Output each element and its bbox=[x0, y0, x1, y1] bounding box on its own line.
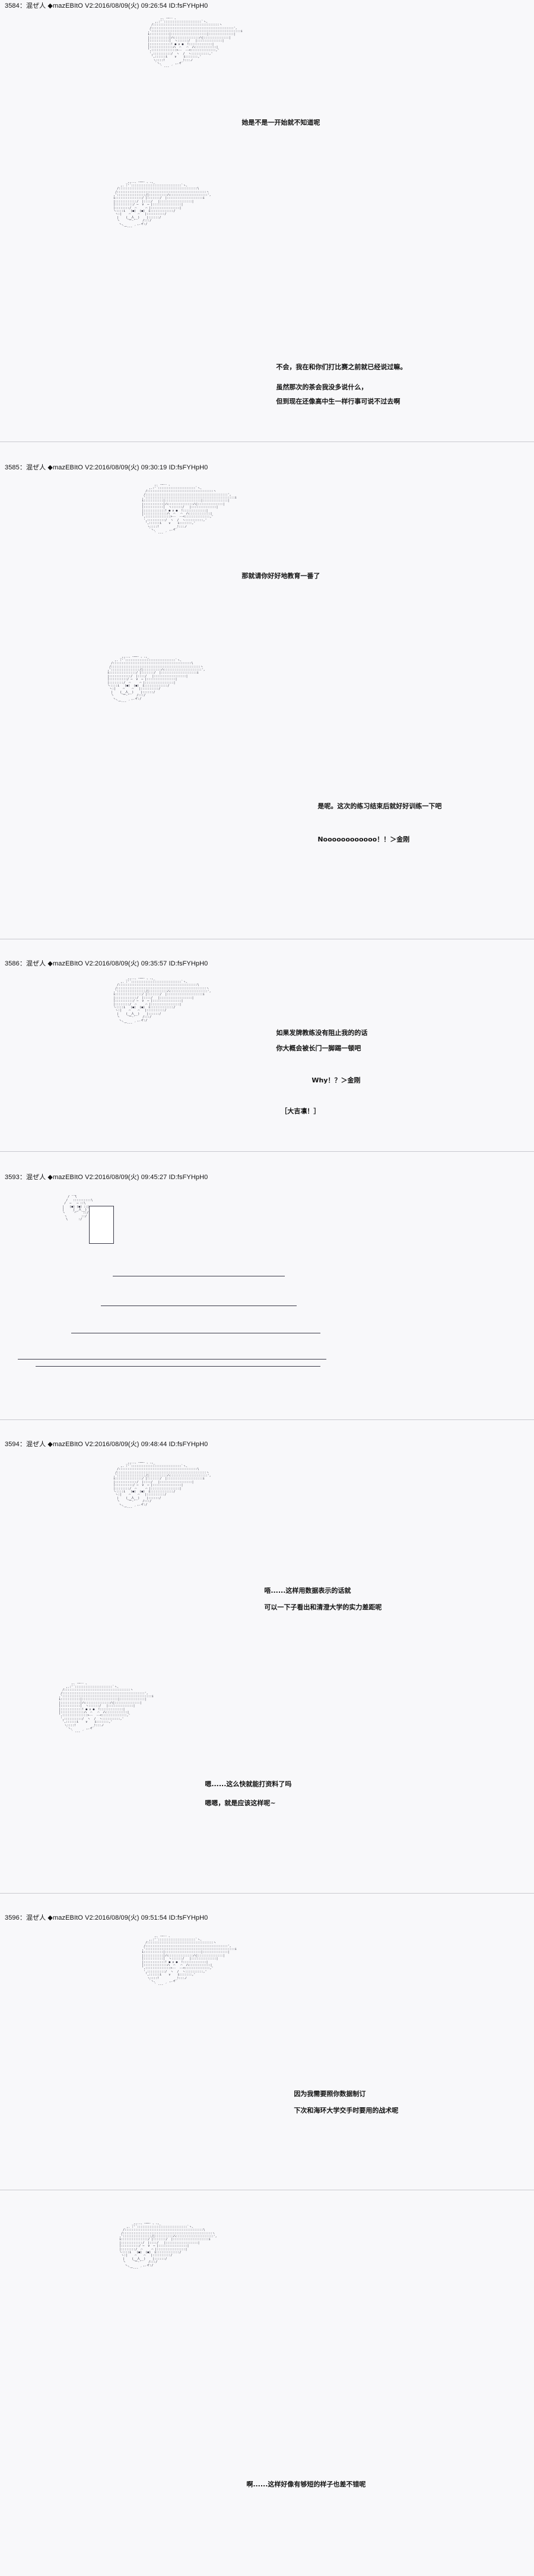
dialogue-line: 可以一下子看出和清澄大学的实力差距呢 bbox=[264, 1603, 382, 1611]
dialogue-line: 是呢。这次的练习结束后就好好训练一下吧 bbox=[317, 802, 442, 810]
dialogue-line: 嗯嗯，就是应该这样呢~ bbox=[205, 1799, 276, 1807]
ascii-art-figure: ,. -─‐- 、 ,.:'´:::::::::::::::::::::`ヽ、 … bbox=[142, 1935, 237, 1987]
dialogue-line: Why！？＞金刚 bbox=[312, 1076, 361, 1084]
ascii-art-figure: _,,..、-──- 、.,_ ,. :'´::::::::::::::::::… bbox=[113, 180, 211, 230]
dialogue-bracket-line: ［大吉凛！］ bbox=[281, 1107, 320, 1115]
dialogue-line: Noooooooooooo！！＞金刚 bbox=[317, 836, 410, 843]
dialogue-line: 但到现在还像高中生一样行事可说不过去啊 bbox=[276, 398, 401, 405]
post-divider bbox=[0, 1151, 534, 1152]
dialogue-line: 你大概会被长门一脚踢一顿吧 bbox=[276, 1044, 361, 1052]
post-header-3585: 3585：混ぜ人 ◆mazEBItO V2:2016/08/09(火) 09:3… bbox=[5, 464, 208, 472]
dialogue-line: 如果发牌教练没有阻止我的的话 bbox=[276, 1029, 368, 1037]
ascii-art-rule bbox=[18, 1359, 326, 1360]
dialogue-line: 虽然那次的茶会我没多说什么， bbox=[276, 383, 368, 391]
ascii-art-scene: / ̄ ̄ ̄\ / ::::::::::\ / ─ ─ ::\ | (●) (… bbox=[62, 1195, 96, 1222]
post-header-text: 3586：混ぜ人 ◆mazEBItO V2:2016/08/09(火) 09:3… bbox=[5, 960, 208, 967]
ascii-art-figure: _,,..、-──- 、.,_ ,. :'´::::::::::::::::::… bbox=[107, 655, 205, 704]
dialogue-line: 啊......这样好像有够短的样子也差不错呢 bbox=[246, 2480, 366, 2488]
dialogue-line: 下次和海环大学交手时要用的战术呢 bbox=[294, 2107, 399, 2114]
dialogue-line: 那就请你好好地教育一番了 bbox=[241, 572, 320, 580]
dialogue-line: 她是不是一开始就不知道呢 bbox=[241, 119, 320, 126]
dialogue-line: 因为我需要照你数据制订 bbox=[294, 2090, 366, 2098]
ascii-art-figure: _,,..、-──- 、.,_ ,. :'´::::::::::::::::::… bbox=[113, 1461, 211, 1510]
dialogue-line: 唔......这样用数据表示的话就 bbox=[264, 1587, 351, 1594]
ascii-art-figure: ,. -─‐- 、 ,.:'´:::::::::::::::::::::`ヽ、 … bbox=[142, 483, 237, 535]
post-header-3584: 3584：混ぜ人 ◆mazEBItO V2:2016/08/09(火) 09:2… bbox=[5, 2, 208, 10]
ascii-art-figure: _,,..、-──- 、.,_ ,. :'´::::::::::::::::::… bbox=[119, 2222, 217, 2271]
ascii-art-rule bbox=[36, 1366, 320, 1367]
post-divider bbox=[0, 441, 534, 442]
dialogue-line: 不会，我在和你们打比赛之前就已经说过嘛。 bbox=[276, 363, 407, 371]
ascii-art-panel bbox=[89, 1206, 114, 1244]
post-divider bbox=[0, 1893, 534, 1894]
post-header-text: 3596：混ぜ人 ◆mazEBItO V2:2016/08/09(火) 09:5… bbox=[5, 1914, 208, 1921]
post-header-text: 3584：混ぜ人 ◆mazEBItO V2:2016/08/09(火) 09:2… bbox=[5, 2, 208, 9]
post-header-text: 3594：混ぜ人 ◆mazEBItO V2:2016/08/09(火) 09:4… bbox=[5, 1441, 208, 1448]
post-header-3594: 3594：混ぜ人 ◆mazEBItO V2:2016/08/09(火) 09:4… bbox=[5, 1441, 208, 1449]
dialogue-line: 嗯......这么快就能打资料了吗 bbox=[205, 1780, 292, 1788]
post-header-3596: 3596：混ぜ人 ◆mazEBItO V2:2016/08/09(火) 09:5… bbox=[5, 1914, 208, 1922]
ascii-art-figure: ,. -─‐- 、 ,.:'´:::::::::::::::::::::`ヽ、 … bbox=[148, 17, 243, 69]
post-header-text: 3585：混ぜ人 ◆mazEBItO V2:2016/08/09(火) 09:3… bbox=[5, 464, 208, 471]
ascii-art-figure: _,,..、-──- 、.,_ ,. :'´::::::::::::::::::… bbox=[113, 977, 211, 1026]
post-divider bbox=[0, 1419, 534, 1420]
post-header-3593: 3593：混ぜ人 ◆mazEBItO V2:2016/08/09(火) 09:4… bbox=[5, 1174, 208, 1181]
post-header-3586: 3586：混ぜ人 ◆mazEBItO V2:2016/08/09(火) 09:3… bbox=[5, 960, 208, 968]
ascii-art-figure: ,. -─‐- 、 ,.:'´:::::::::::::::::::::`ヽ、 … bbox=[59, 1682, 154, 1734]
post-header-text: 3593：混ぜ人 ◆mazEBItO V2:2016/08/09(火) 09:4… bbox=[5, 1174, 208, 1181]
